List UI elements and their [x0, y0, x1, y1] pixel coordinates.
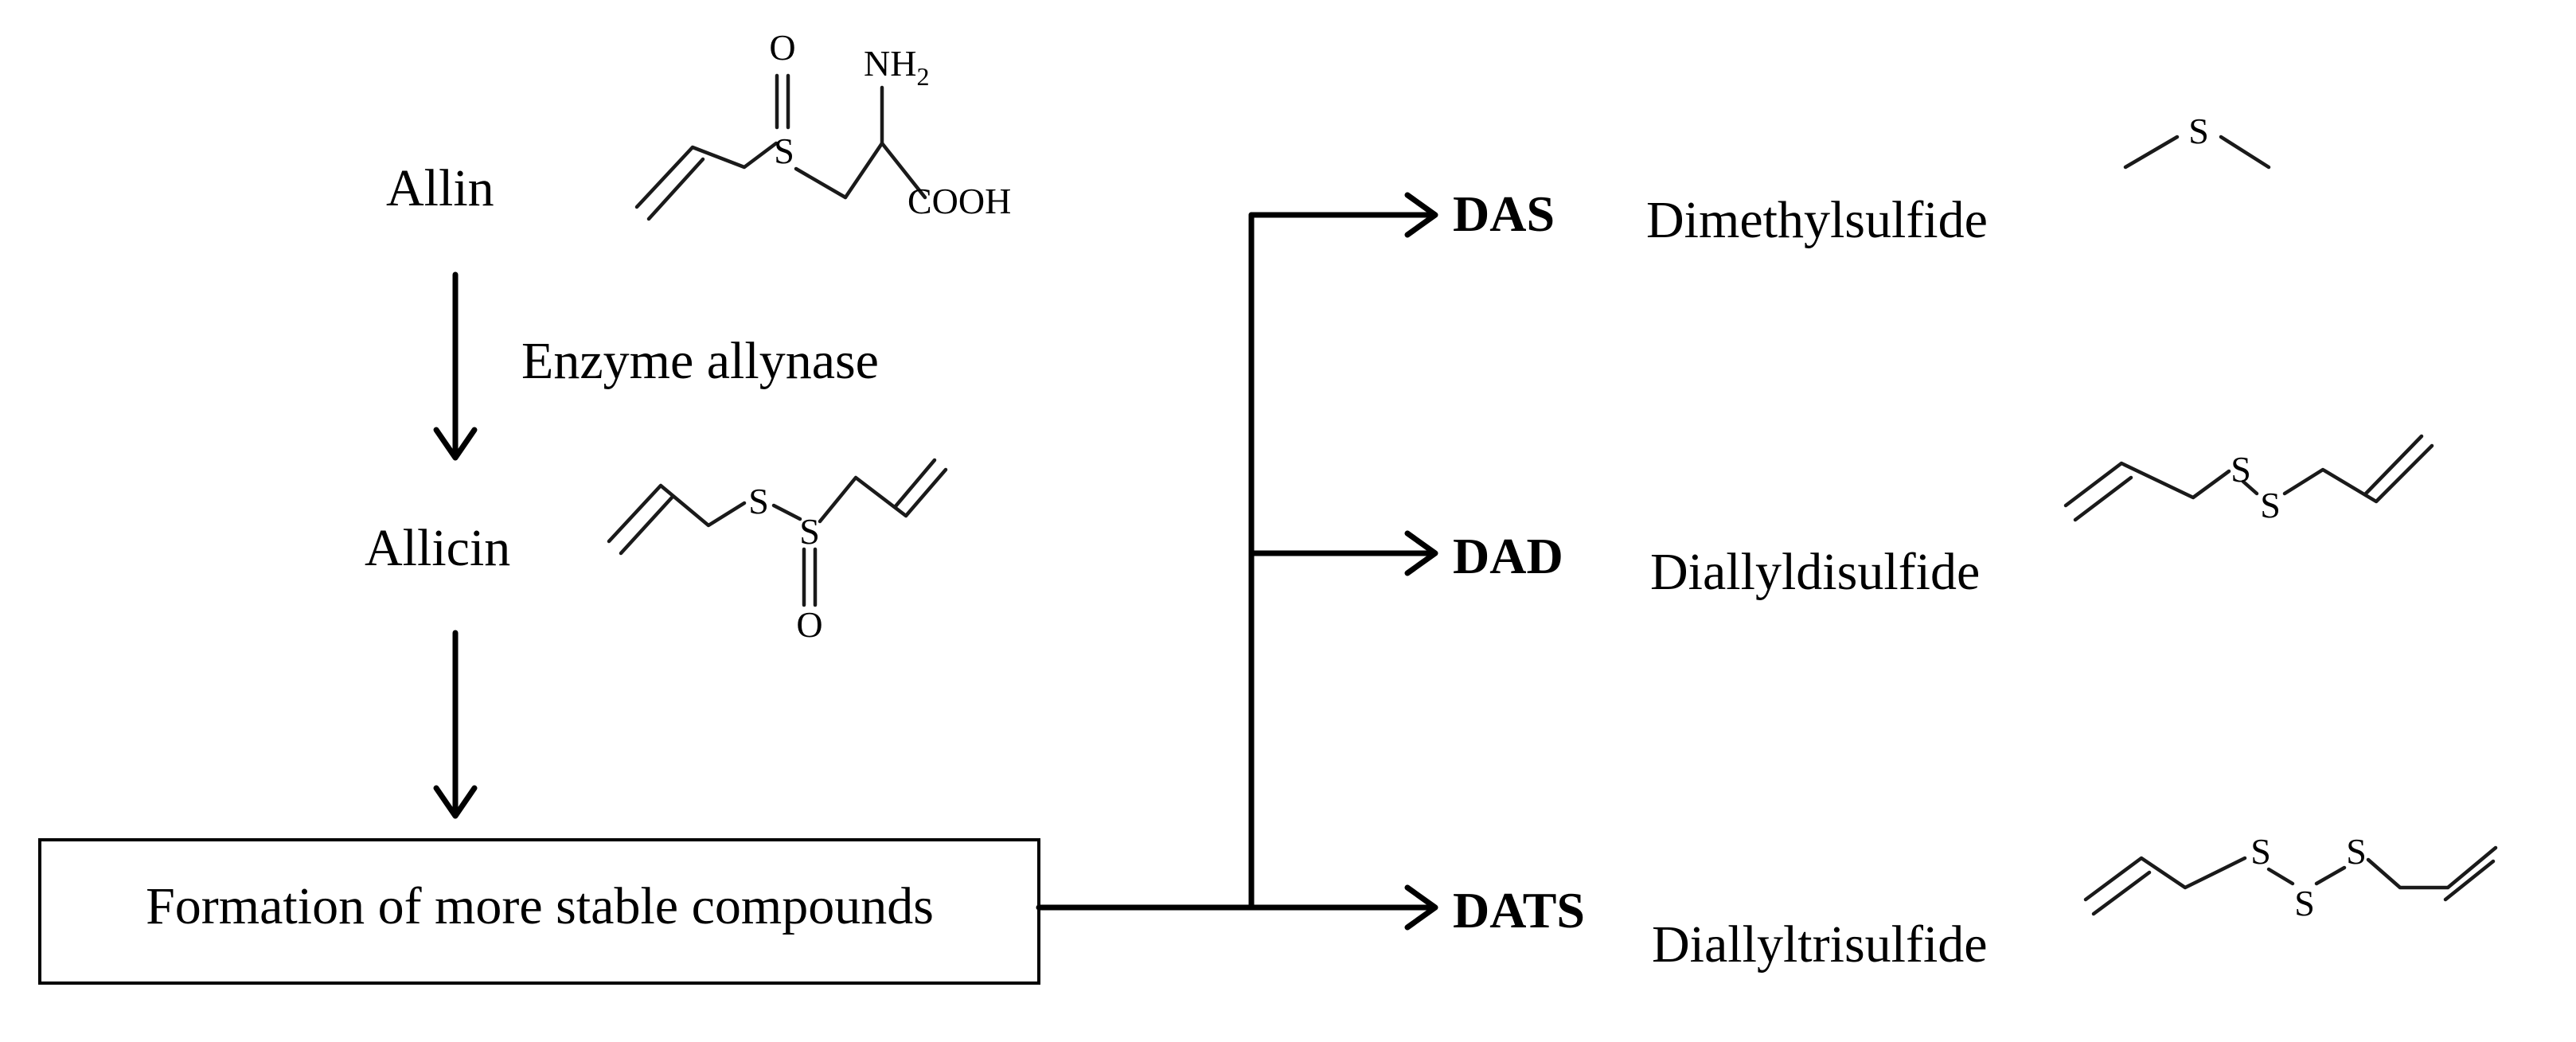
formation-label: Formation of more stable compounds — [146, 877, 934, 935]
allin-carboxyl-group: COOH — [907, 181, 1011, 221]
enzyme-allynase-label: Enzyme allynase — [521, 332, 879, 390]
dad-structure: S S — [2063, 434, 2434, 525]
das-name: Dimethylsulfide — [1646, 191, 1988, 249]
down-arrow-2 — [433, 630, 478, 819]
allin-label: Allin — [386, 159, 494, 217]
arrow-to-dats — [1248, 884, 1438, 931]
das-sulfur-atom: S — [2188, 111, 2209, 151]
arrow-to-dad — [1248, 530, 1438, 576]
allicin-sulfur-atom-2: S — [799, 511, 820, 552]
dats-sulfur-atom-3: S — [2346, 831, 2367, 872]
dats-sulfur-atom-2: S — [2294, 883, 2315, 923]
allin-structure: O S NH2 COOH — [634, 27, 1011, 221]
allin-sulfur-atom: S — [774, 131, 794, 171]
dad-abbr: DAD — [1453, 528, 1563, 584]
down-arrow-1 — [433, 271, 478, 461]
allin-amine-group: NH2 — [864, 43, 929, 91]
arrow-to-das — [1248, 192, 1438, 238]
das-structure: S — [2123, 111, 2271, 170]
dad-sulfur-atom-2: S — [2260, 485, 2281, 525]
allin-oxygen-atom: O — [769, 27, 795, 68]
allicin-label: Allicin — [365, 519, 510, 577]
dats-structure: S S S — [2083, 831, 2498, 923]
formation-box — [38, 838, 1040, 985]
dats-name: Diallyltrisulfide — [1652, 915, 1988, 974]
dats-abbr: DATS — [1453, 882, 1585, 939]
allicin-oxygen-atom: O — [796, 604, 822, 645]
dats-sulfur-atom-1: S — [2250, 831, 2271, 872]
allicin-sulfur-atom-1: S — [748, 481, 769, 521]
dad-sulfur-atom-1: S — [2231, 449, 2251, 490]
allicin-structure: S S O — [607, 458, 948, 645]
das-abbr: DAS — [1453, 185, 1555, 242]
branch-connector — [1036, 212, 1255, 911]
dad-name: Diallyldisulfide — [1650, 543, 1980, 601]
